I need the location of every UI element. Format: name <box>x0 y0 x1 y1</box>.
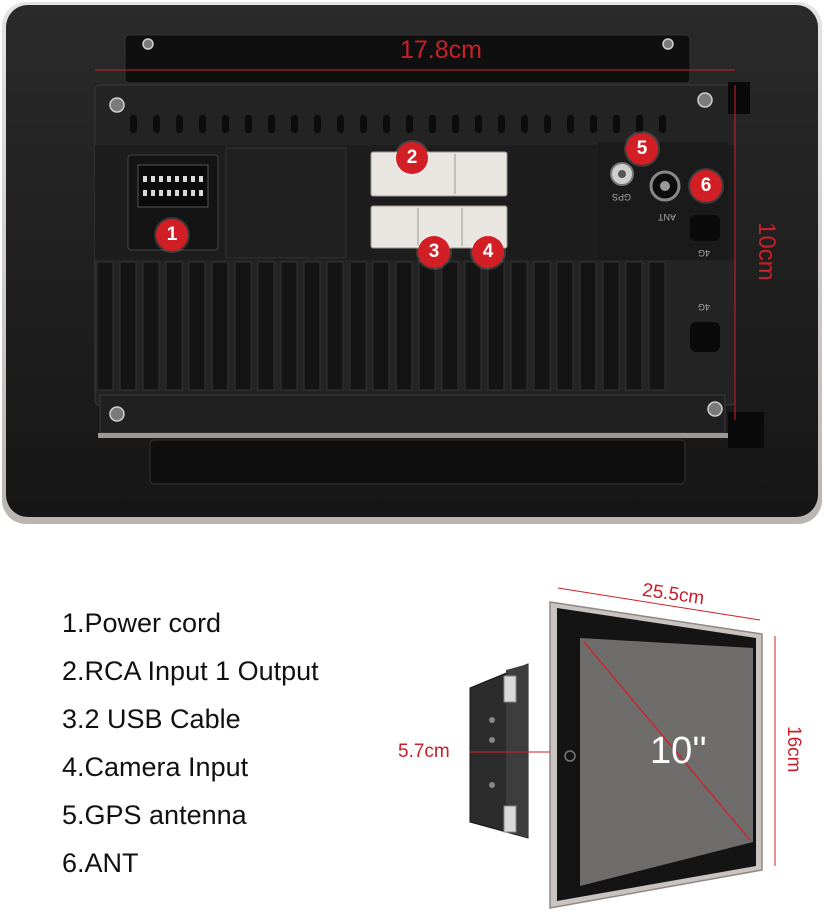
callout-6: 6 <box>690 170 722 202</box>
rear-view-drawing <box>2 2 822 524</box>
legend-item-camera: 4.Camera Input <box>62 752 249 782</box>
gps-socket-label: GPS <box>612 192 632 202</box>
legend-item-ant: 6.ANT <box>62 848 139 878</box>
width-dimension-label: 17.8cm <box>400 36 482 64</box>
callout-3: 3 <box>418 236 450 268</box>
device-illustration: 25.5cm 16cm 5.7cm 10'' <box>380 570 824 913</box>
device-depth-label: 5.7cm <box>398 741 450 762</box>
legend-item-usb: 3.2 USB Cable <box>62 704 241 734</box>
callout-1: 1 <box>156 219 188 251</box>
rear-view-illustration: 17.8cm 10cm GPS ANT 4G 4G 1 2 3 4 5 6 <box>2 2 822 524</box>
legend-item-gps: 5.GPS antenna <box>62 800 247 830</box>
ant-socket-label: ANT <box>658 212 676 222</box>
callout-2: 2 <box>396 142 428 174</box>
height-dimension-label: 10cm <box>753 222 780 281</box>
4g-socket-label: 4G <box>698 248 711 258</box>
4g-lower-socket-label: 4G <box>698 302 711 312</box>
device-height-label: 16cm <box>783 726 804 773</box>
callout-4: 4 <box>472 236 504 268</box>
device-drawing <box>469 587 776 909</box>
screen-size-label: 10'' <box>650 730 707 772</box>
legend-item-rca: 2.RCA Input 1 Output <box>62 656 319 686</box>
legend-item-power-cord: 1.Power cord <box>62 608 222 638</box>
callout-5: 5 <box>626 133 658 165</box>
